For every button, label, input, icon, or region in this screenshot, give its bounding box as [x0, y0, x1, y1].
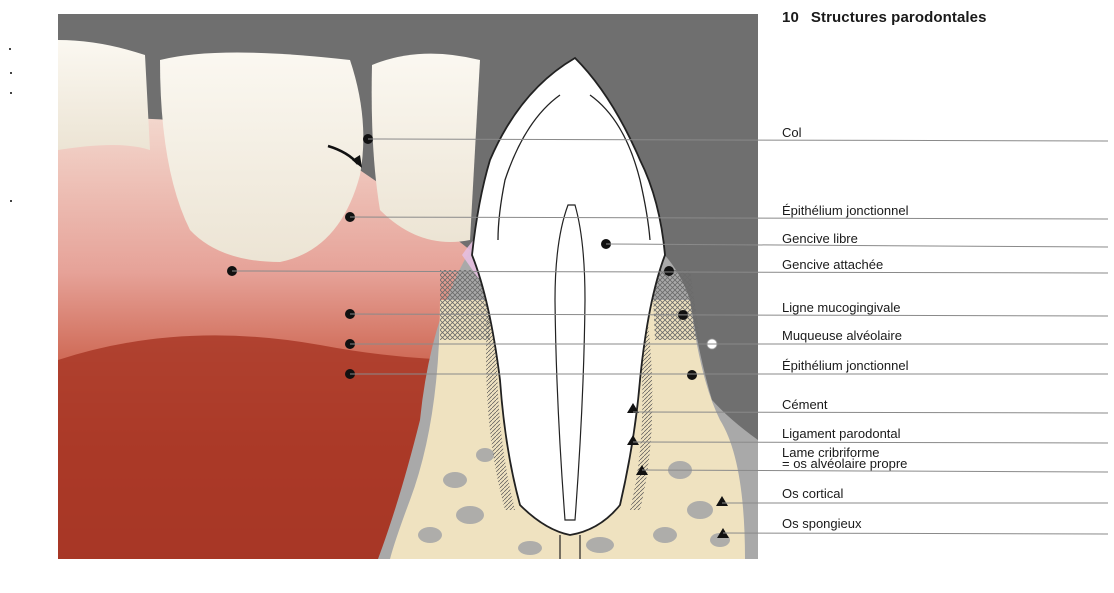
label-gencive-attachee: Gencive attachée: [782, 258, 883, 272]
label-gencive-libre: Gencive libre: [782, 232, 858, 246]
label-os-spongieux: Os spongieux: [782, 517, 862, 531]
left-incisor: [58, 40, 150, 150]
label-epithelium-jonctionnel: Épithélium jonctionnel: [782, 204, 908, 218]
figure-title-text: Structures parodontales: [811, 9, 987, 26]
label-cement: Cément: [782, 398, 828, 412]
figure-title: 10 Structures parodontales: [782, 9, 987, 26]
scan-specks: [9, 48, 12, 202]
right-incisor: [372, 54, 480, 242]
label-muqueuse-alveolaire: Muqueuse alvéolaire: [782, 329, 902, 343]
label-ligne-mucogingivale: Ligne mucogingivale: [782, 301, 901, 315]
label-ligament-parodontal: Ligament parodontal: [782, 427, 901, 441]
label-lame-cribriforme: Lame cribriforme = os alvéolaire propre: [782, 447, 907, 469]
label-epithelium-jonctionnel-2: Épithélium jonctionnel: [782, 359, 908, 373]
label-col: Col: [782, 126, 802, 140]
label-lame-cribriforme-line2: = os alvéolaire propre: [782, 458, 907, 469]
figure-number: 10: [782, 9, 799, 26]
label-os-cortical: Os cortical: [782, 487, 843, 501]
